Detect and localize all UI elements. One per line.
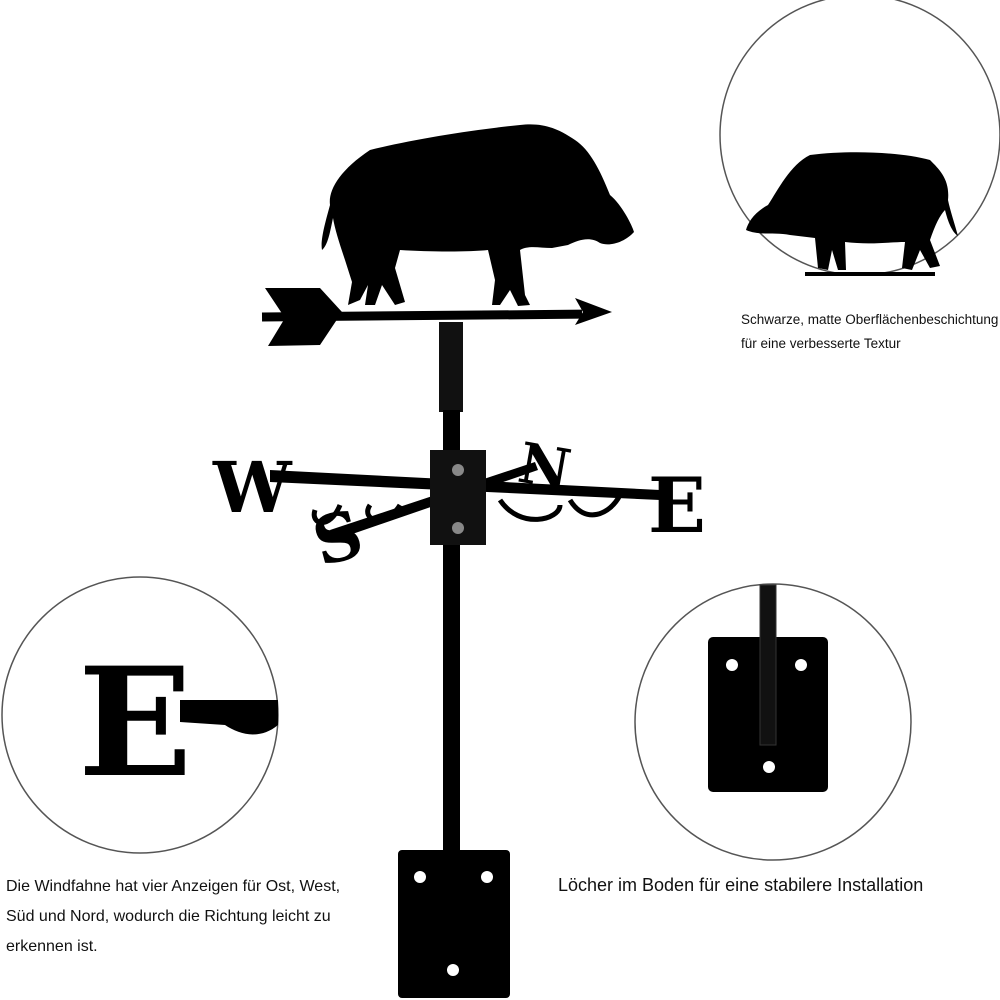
scroll-ornament xyxy=(311,493,623,525)
letter-n: N xyxy=(514,430,576,504)
coating-caption-line2: für eine verbesserte Textur xyxy=(741,336,901,351)
detail-circle-base xyxy=(634,583,912,861)
base-plate xyxy=(398,850,510,998)
detail-circle-coating xyxy=(719,0,1000,276)
directions-caption: Die Windfahne hat vier Anzeigen für Ost,… xyxy=(6,878,341,955)
coating-caption: Schwarze, matte Oberflächenbeschichtung … xyxy=(741,308,998,356)
detail-circle-letter: E xyxy=(1,576,279,854)
arrow-shaft xyxy=(261,309,583,322)
base-holes-caption: Löcher im Boden für eine stabilere Insta… xyxy=(558,875,924,895)
letter-s: S xyxy=(305,494,371,582)
pole-cap xyxy=(439,322,463,412)
letter-w: W xyxy=(212,446,293,529)
coating-caption-line1: Schwarze, matte Oberflächenbeschichtung xyxy=(741,312,999,327)
boar-silhouette xyxy=(321,124,634,306)
letter-e: E xyxy=(648,461,706,550)
arrow-head xyxy=(575,298,612,325)
arrow-tail xyxy=(265,288,342,346)
svg-text:E: E xyxy=(78,635,192,811)
